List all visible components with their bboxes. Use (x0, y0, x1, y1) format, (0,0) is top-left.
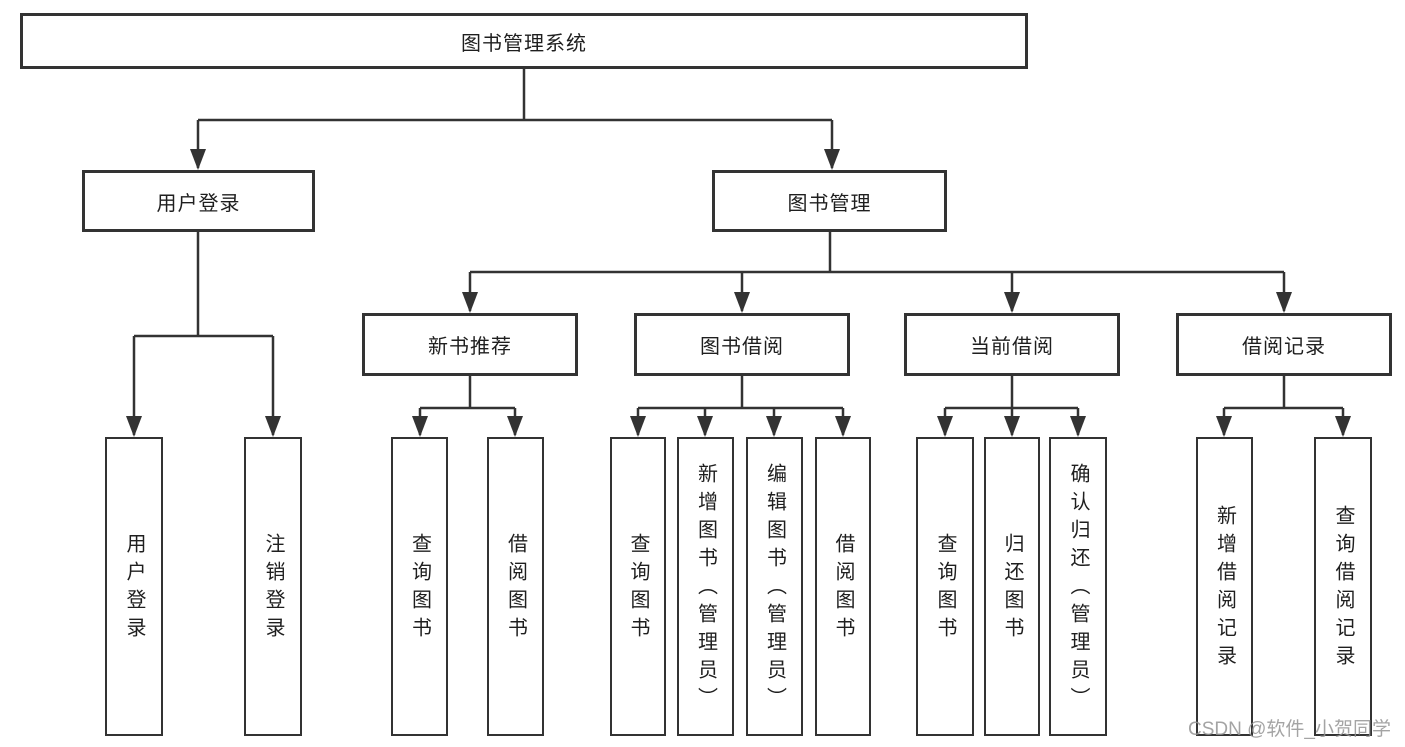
node-root-library-management-system: 图书管理系统 (20, 13, 1028, 69)
node-new-book-recommend: 新书推荐 (362, 313, 578, 376)
node-borrow-records: 借阅记录 (1176, 313, 1392, 376)
leaf-borrow-books-recommend: 借阅图书 (487, 437, 544, 736)
leaf-user-login: 用户登录 (105, 437, 163, 736)
leaf-borrow-books-borrow: 借阅图书 (815, 437, 871, 736)
node-book-borrow: 图书借阅 (634, 313, 850, 376)
leaf-query-books-borrow: 查询图书 (610, 437, 666, 736)
node-user-login: 用户登录 (82, 170, 315, 232)
leaf-edit-book-admin: 编辑图书（管理员） (746, 437, 803, 736)
leaf-add-borrow-record: 新增借阅记录 (1196, 437, 1253, 736)
leaf-confirm-return-admin: 确认归还（管理员） (1049, 437, 1107, 736)
leaf-query-books-recommend: 查询图书 (391, 437, 448, 736)
leaf-query-books-current: 查询图书 (916, 437, 974, 736)
leaf-return-book: 归还图书 (984, 437, 1040, 736)
leaf-query-borrow-record: 查询借阅记录 (1314, 437, 1372, 736)
leaf-add-book-admin: 新增图书（管理员） (677, 437, 734, 736)
leaf-logout: 注销登录 (244, 437, 302, 736)
arrowheads (126, 149, 1351, 437)
node-current-borrow: 当前借阅 (904, 313, 1120, 376)
node-book-management: 图书管理 (712, 170, 947, 232)
